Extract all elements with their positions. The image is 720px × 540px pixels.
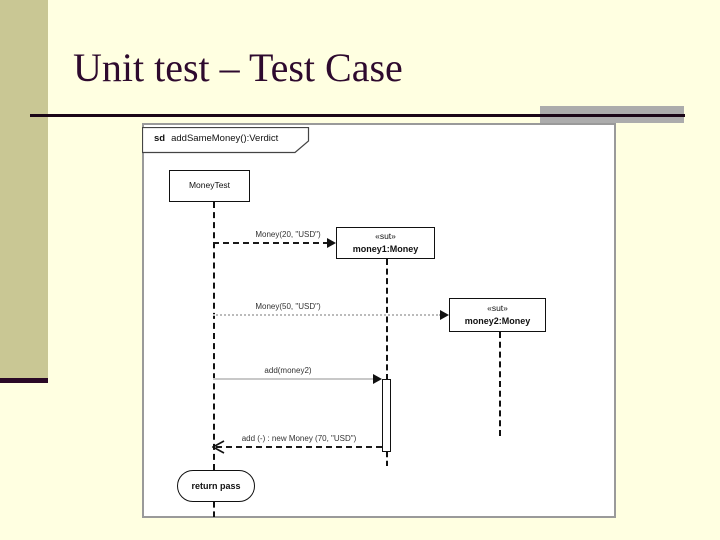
frame-label-keyword: sd [154,133,166,144]
message-4-open-arrowhead-icon [212,440,225,454]
message-3-line [213,378,375,380]
activation-bar-money1 [382,379,391,452]
lifeline-head-moneytest: MoneyTest [169,170,250,202]
frame-label-name: addSameMoney():Verdict [171,133,279,144]
lifeline-moneytest-tail [213,502,215,517]
sidebar-decoration [0,0,48,378]
frame-label: sd addSameMoney():Verdict [141,126,310,154]
frame-label-text: sd addSameMoney():Verdict [154,133,278,144]
message-1-arrowhead-icon [327,238,336,248]
money2-stereotype: «sut» [487,303,508,314]
money2-name: money2:Money [464,315,531,326]
lifeline-moneytest [213,202,215,470]
message-4-label: add (-) : new Money (70, "USD") [241,434,357,443]
lifeline-head-money2: «sut» money2:Money [449,298,546,332]
sequence-diagram-frame: sd addSameMoney():Verdict MoneyTest Money… [141,123,616,518]
message-2-arrowhead-icon [440,310,449,320]
title-underline [30,114,685,117]
message-2-line [213,314,441,316]
lifeline-money2 [499,332,501,436]
money1-name: money1:Money [352,243,419,254]
message-3-label: add(money2) [264,366,312,375]
message-1-label: Money(20, "USD") [255,230,321,239]
money1-stereotype: «sut» [375,231,396,242]
return-pass-node: return pass [177,470,255,502]
page-title: Unit test – Test Case [73,45,403,90]
message-3-arrowhead-icon [373,374,382,384]
lifeline-money1-tail [386,452,388,466]
frame-label-pentagon [141,126,310,154]
message-2-label: Money(50, "USD") [255,302,321,311]
moneytest-label: MoneyTest [188,180,231,191]
return-pass-label: return pass [191,481,241,491]
message-4-line [216,446,382,448]
lifeline-money1 [386,259,388,380]
message-1-line [213,242,329,244]
sidebar-end-line [0,378,48,383]
lifeline-head-money1: «sut» money1:Money [336,227,435,259]
